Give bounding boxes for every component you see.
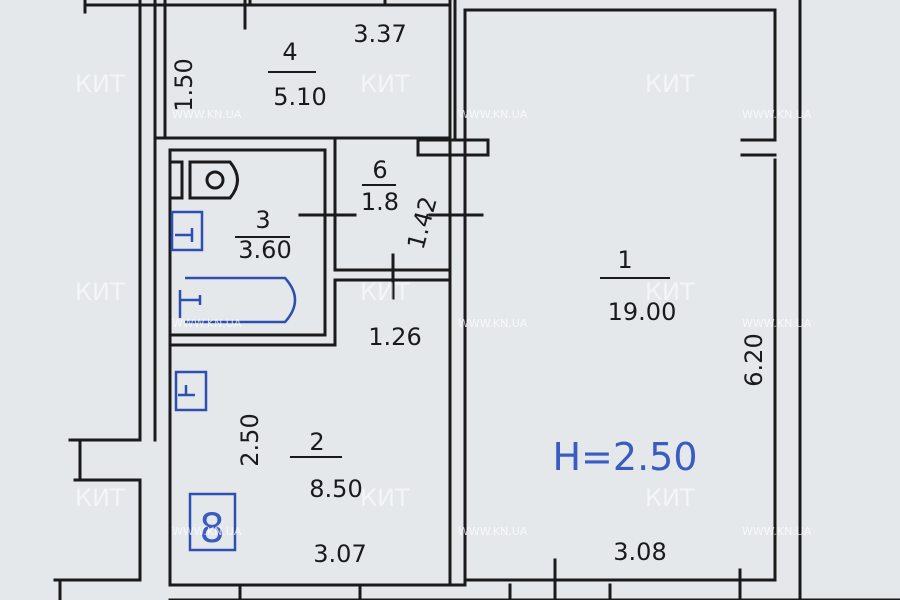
sink-kitchen-icon bbox=[174, 370, 208, 412]
watermark-brand: КИТ bbox=[645, 70, 695, 98]
watermark-brand: КИТ bbox=[75, 70, 125, 98]
watermark-brand: КИТ bbox=[645, 484, 695, 512]
watermark-brand: КИТ bbox=[360, 70, 410, 98]
dimension-room2-depth: 2.50 bbox=[236, 413, 264, 466]
watermark-brand: КИТ bbox=[75, 278, 125, 306]
room-label-3: 3 3.60 bbox=[235, 206, 292, 264]
watermarks: КИТ КИТ КИТ КИТ КИТ КИТ КИТ КИТ КИТ WWW.… bbox=[75, 70, 812, 538]
room-area: 19.00 bbox=[608, 298, 677, 326]
bathtub-icon bbox=[178, 276, 297, 324]
watermark-url: WWW.KN.UA bbox=[458, 525, 528, 538]
room-area: 3.60 bbox=[238, 236, 291, 264]
room-label-4: 4 5.10 bbox=[268, 38, 327, 111]
stove-icon: 8 bbox=[188, 492, 237, 552]
room-label-1: 1 19.00 bbox=[600, 246, 676, 326]
room-area: 1.8 bbox=[361, 188, 399, 216]
watermark-url: WWW.KN.UA bbox=[742, 525, 812, 538]
dimension-room2-width: 3.07 bbox=[313, 540, 366, 568]
watermark-brand: КИТ bbox=[360, 484, 410, 512]
dimension-corridor-depth: 1.42 bbox=[402, 193, 443, 252]
sink-icon bbox=[170, 210, 204, 252]
room-number: 2 bbox=[309, 428, 324, 456]
room-number: 6 bbox=[372, 156, 387, 184]
room-area: 8.50 bbox=[309, 475, 362, 503]
watermark-brand: КИТ bbox=[360, 278, 410, 306]
dimension-room4-depth: 1.50 bbox=[170, 58, 198, 111]
watermark-url: WWW.KN.UA bbox=[172, 317, 242, 330]
watermark-url: WWW.KN.UA bbox=[172, 108, 242, 121]
room-label-2: 2 8.50 bbox=[290, 428, 363, 503]
watermark-url: WWW.KN.UA bbox=[742, 108, 812, 121]
room-number: 1 bbox=[617, 246, 632, 274]
walls bbox=[53, 0, 900, 600]
ceiling-height: H=2.50 bbox=[552, 435, 697, 479]
room-area: 5.10 bbox=[273, 83, 326, 111]
watermark-url: WWW.KN.UA bbox=[458, 108, 528, 121]
watermark-url: WWW.KN.UA bbox=[172, 525, 242, 538]
room-number: 4 bbox=[282, 38, 297, 66]
toilet-icon bbox=[170, 160, 239, 200]
dimension-corridor-width: 1.26 bbox=[368, 323, 421, 351]
dimension-room1-width: 3.08 bbox=[613, 538, 666, 566]
watermark-url: WWW.KN.UA bbox=[458, 317, 528, 330]
dimension-room1-depth: 6.20 bbox=[740, 333, 768, 386]
stove-symbol: 8 bbox=[199, 506, 224, 552]
room-number: 3 bbox=[255, 206, 270, 234]
room-label-6: 6 1.8 bbox=[361, 156, 399, 216]
watermark-url: WWW.KN.UA bbox=[742, 317, 812, 330]
watermark-brand: КИТ bbox=[645, 278, 695, 306]
watermark-brand: КИТ bbox=[75, 484, 125, 512]
dimension-room4-width: 3.37 bbox=[353, 20, 406, 48]
